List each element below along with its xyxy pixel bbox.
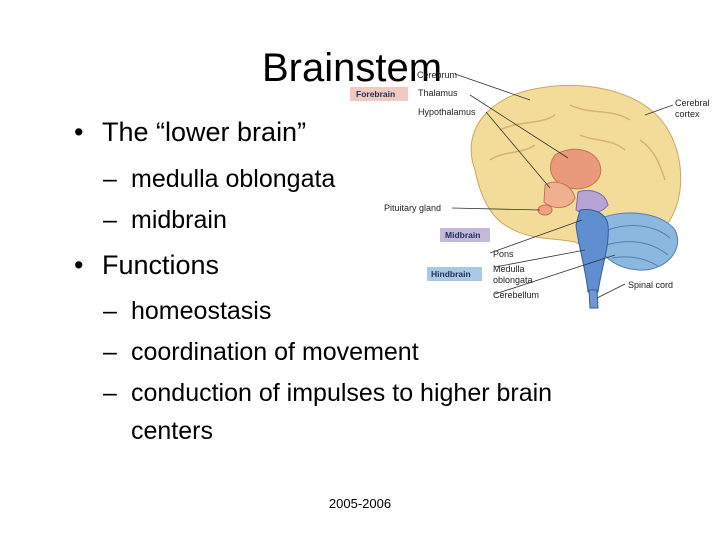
cerebellum-folds — [605, 225, 671, 267]
brainstem-shape — [575, 209, 609, 293]
sub-bullet-marker: – — [103, 165, 117, 193]
medulla-label-line2: oblongata — [493, 275, 533, 285]
cerebral-cortex-label-line2: cortex — [675, 109, 700, 119]
hypothalamus-shape — [543, 181, 576, 208]
forebrain-box — [350, 87, 408, 101]
sub-bullet-marker: – — [103, 338, 117, 366]
sub-bullet-marker: – — [103, 297, 117, 325]
bullet-text: The “lower brain” — [102, 117, 307, 147]
cerebrum-folds — [489, 104, 666, 181]
cerebellum-label: Cerebellum — [493, 290, 539, 300]
cerebellum-shape — [597, 212, 678, 271]
sub-bullet-text: midbrain — [131, 206, 227, 234]
slide-title: Brainstem — [262, 46, 443, 90]
hypothalamus-label: Hypothalamus — [418, 107, 476, 117]
pons-label: Pons — [493, 249, 514, 259]
pituitary-shape — [537, 204, 553, 216]
hindbrain-box — [427, 267, 482, 281]
pituitary-label: Pituitary gland — [384, 203, 441, 213]
sub-bullet-text: homeostasis — [131, 297, 272, 325]
sub-bullet-marker: – — [103, 379, 117, 407]
hindbrain-label: Hindbrain — [431, 269, 471, 279]
sub-bullet-marker: – — [103, 206, 117, 234]
thalamus-label: Thalamus — [418, 88, 458, 98]
medulla-label-line1: Medulla — [493, 264, 525, 274]
cerebral-cortex-label-line1: Cerebral — [675, 98, 710, 108]
midbrain-box — [440, 228, 490, 242]
sub-bullet-text: coordination of movement — [131, 338, 419, 366]
brain-diagram: Forebrain Midbrain Hindbrain Cerebrum Th… — [350, 70, 710, 309]
sub-bullet-text: medulla oblongata — [131, 165, 336, 193]
cerebrum-label: Cerebrum — [417, 70, 457, 80]
bullet-marker: • — [74, 117, 84, 147]
forebrain-label: Forebrain — [356, 89, 395, 99]
slide-footer: 2005-2006 — [328, 496, 392, 511]
bullet-text: Functions — [102, 250, 220, 280]
midbrain-label: Midbrain — [445, 230, 480, 240]
bullet-marker: • — [74, 250, 84, 280]
thalamus-shape — [550, 148, 602, 190]
sub-bullet-text: conduction of impulses to higher brain — [131, 379, 553, 407]
spinal-cord-label: Spinal cord — [628, 280, 673, 290]
sub-bullet-text: centers — [131, 417, 213, 445]
spinal-cord-shape — [588, 289, 599, 309]
